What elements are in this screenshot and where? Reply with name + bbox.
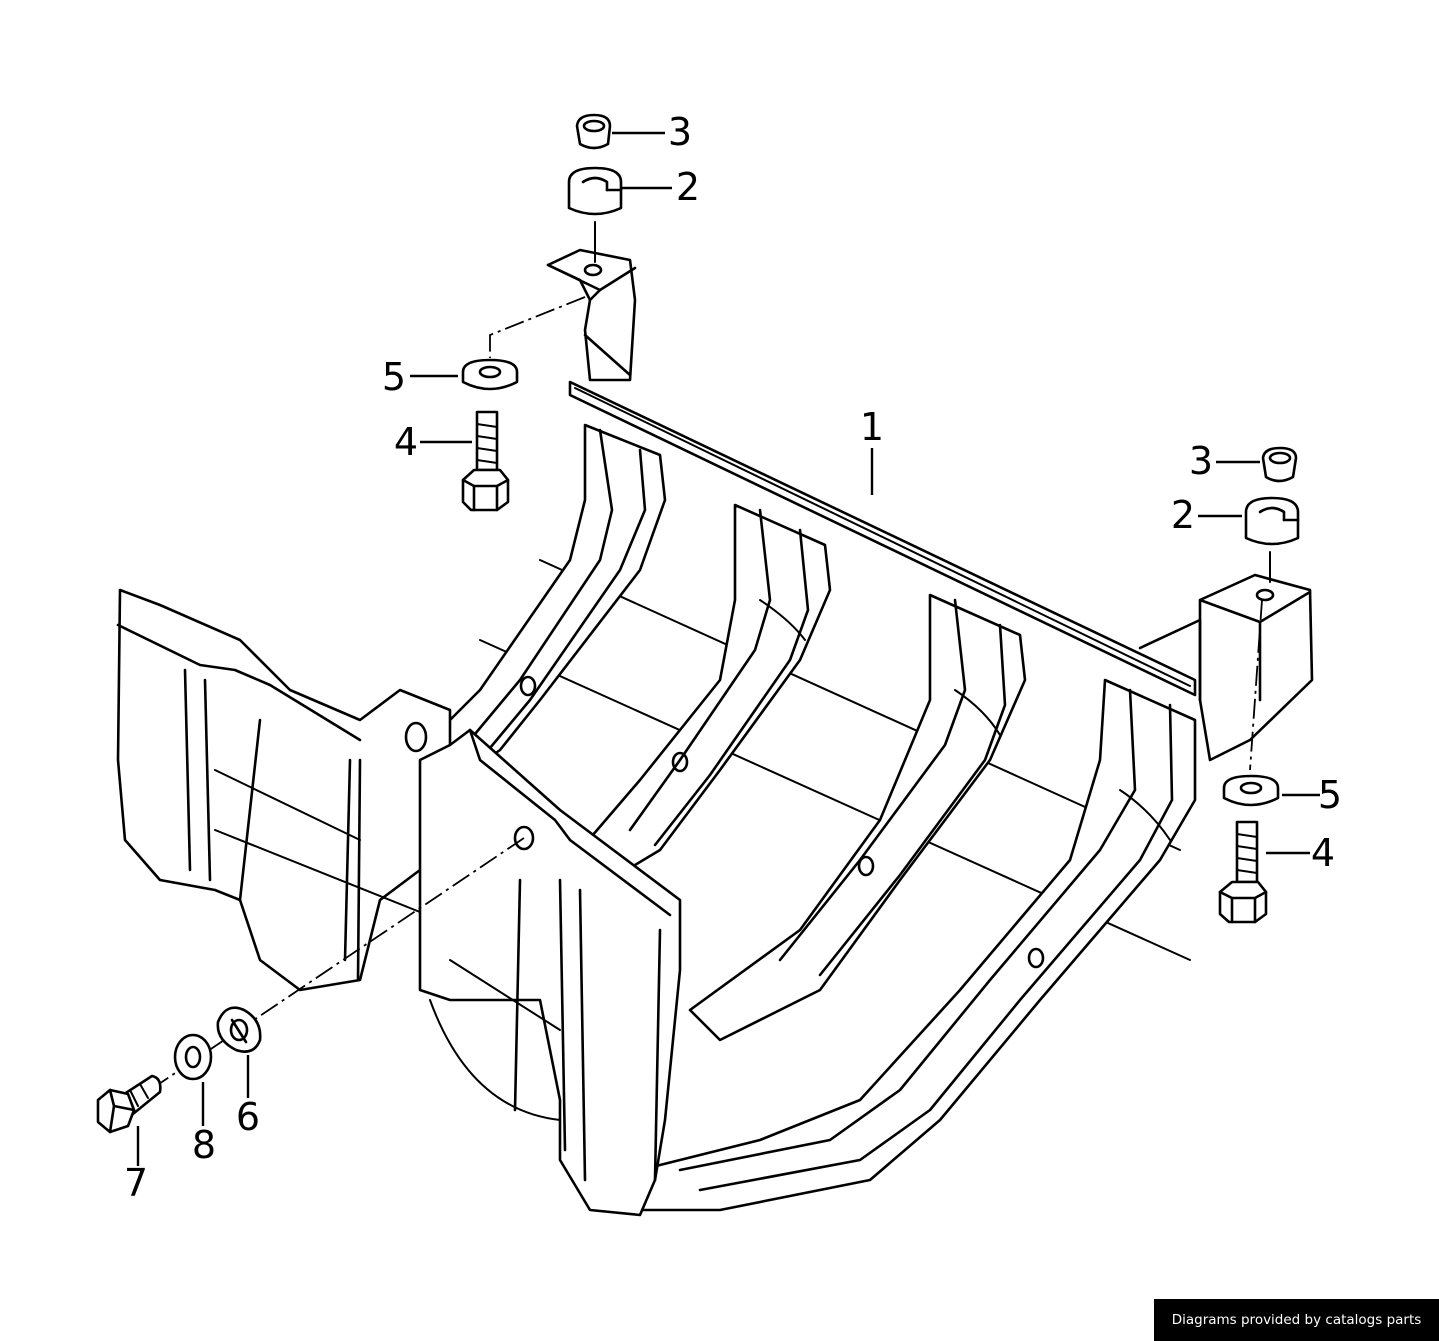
bump-stop-cap-right — [1261, 446, 1298, 483]
callout-5-right: 5 — [1318, 773, 1342, 817]
callout-5-left: 5 — [382, 355, 406, 399]
split-bushing-right — [1244, 496, 1300, 546]
callout-2-top: 2 — [676, 165, 700, 209]
callout-6: 6 — [236, 1095, 260, 1139]
hex-bolt-left — [461, 410, 510, 512]
callout-labels: 1 3 2 5 4 3 2 5 4 6 8 7 — [124, 110, 1342, 1205]
carrier-bracket-part — [116, 248, 1314, 1217]
hex-bolt-7 — [96, 1074, 162, 1134]
split-bushing-top — [567, 166, 623, 216]
callout-7: 7 — [124, 1161, 148, 1205]
spacer-washer-right — [1222, 774, 1280, 807]
callout-4-right: 4 — [1311, 831, 1335, 875]
spacer-washer-left — [461, 358, 519, 391]
flat-washer-8 — [173, 1033, 213, 1081]
callout-3-right: 3 — [1189, 439, 1213, 483]
hex-bolt-right — [1218, 820, 1268, 924]
callout-3-top: 3 — [668, 110, 692, 154]
spring-washer-6 — [216, 1006, 262, 1053]
callout-1: 1 — [860, 405, 884, 449]
diagram-credit-badge: Diagrams provided by catalogs parts — [1154, 1299, 1439, 1341]
callout-8: 8 — [192, 1123, 216, 1167]
bump-stop-cap-top — [575, 113, 612, 150]
leader-lines — [136, 131, 1320, 1166]
callout-4-left: 4 — [394, 420, 418, 464]
callout-2-right: 2 — [1171, 493, 1195, 537]
